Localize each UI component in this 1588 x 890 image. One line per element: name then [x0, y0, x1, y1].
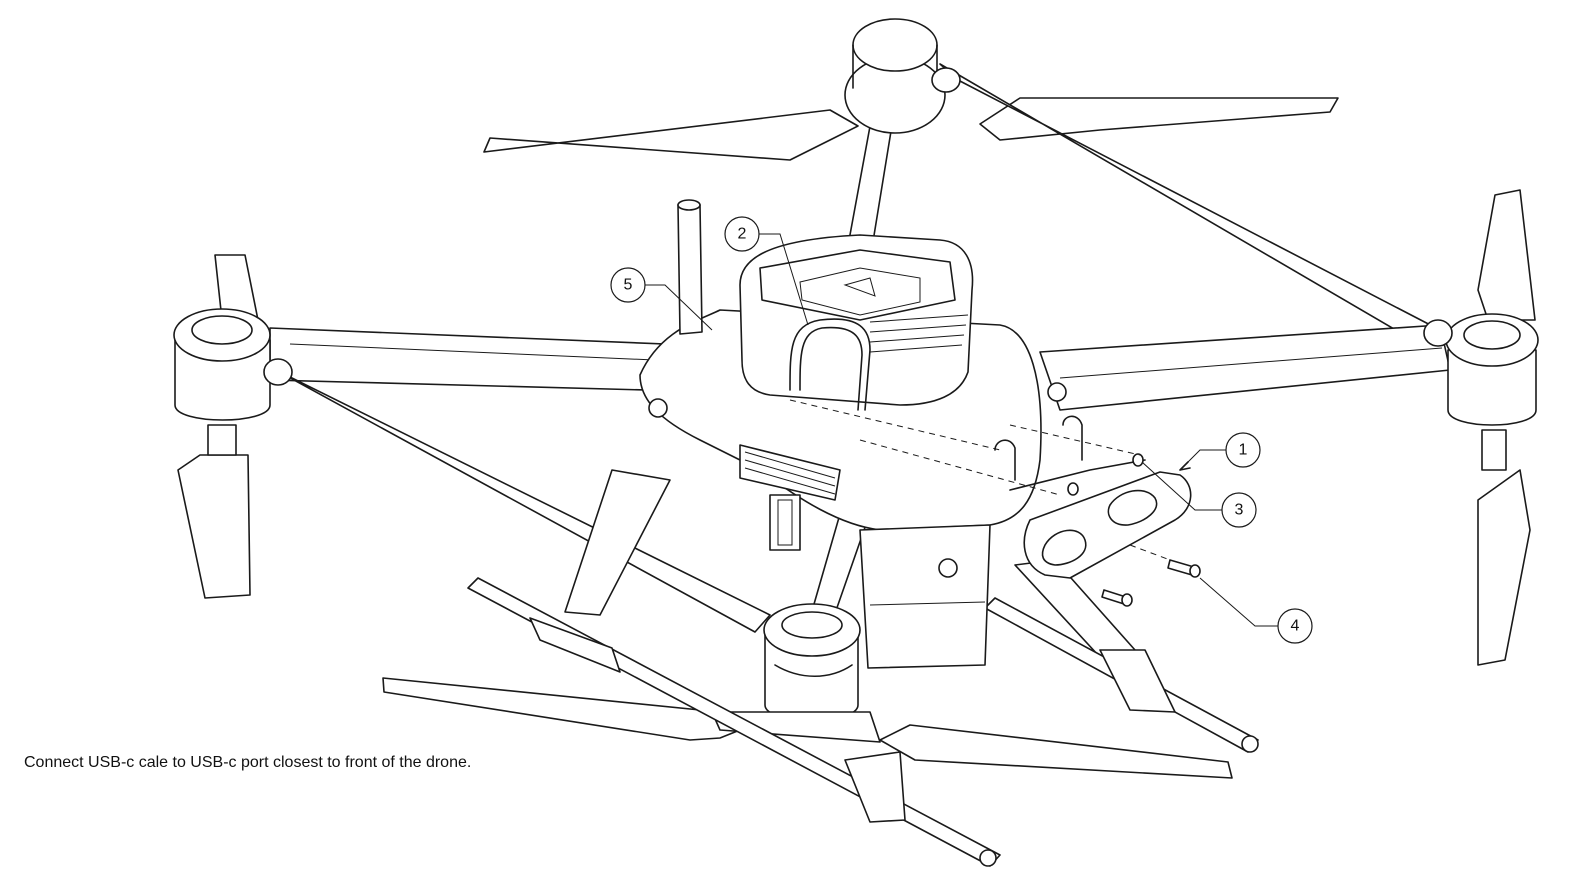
screw-2 — [1101, 589, 1133, 607]
handle-loop — [789, 318, 871, 411]
propeller-rear-right — [979, 97, 1339, 141]
arm-right — [1039, 324, 1451, 411]
propeller-right — [1477, 189, 1536, 666]
camera-module — [1023, 471, 1192, 579]
callout-2: 2 — [724, 216, 809, 326]
motor-right — [1423, 313, 1539, 471]
motor-front — [711, 603, 881, 743]
callout-1: 1 — [1179, 432, 1261, 471]
callout-4-label: 4 — [1291, 618, 1300, 635]
motor-rear — [844, 18, 961, 134]
landing-gear-left — [467, 469, 1001, 867]
propeller-front — [382, 677, 1233, 779]
instruction-caption: Connect USB-c cale to USB-c port closest… — [24, 754, 472, 771]
mounting-bracket — [994, 415, 1146, 491]
callout-2-label: 2 — [738, 226, 747, 243]
callout-3-label: 3 — [1235, 502, 1244, 519]
top-module — [739, 234, 974, 406]
screw-1 — [1167, 559, 1201, 578]
callout-5: 5 — [610, 267, 713, 331]
antenna — [677, 199, 703, 335]
motor-left — [173, 308, 293, 456]
callout-1-label: 1 — [1239, 442, 1248, 459]
propeller-left — [177, 254, 259, 599]
callout-3: 3 — [1141, 461, 1257, 528]
assembly-guide-lines — [789, 399, 1171, 561]
propeller-rear-left — [483, 109, 859, 161]
landing-gear-right — [984, 559, 1259, 753]
callout-4: 4 — [1199, 577, 1313, 644]
screw-3 — [1067, 453, 1144, 496]
callout-5-label: 5 — [624, 277, 633, 294]
